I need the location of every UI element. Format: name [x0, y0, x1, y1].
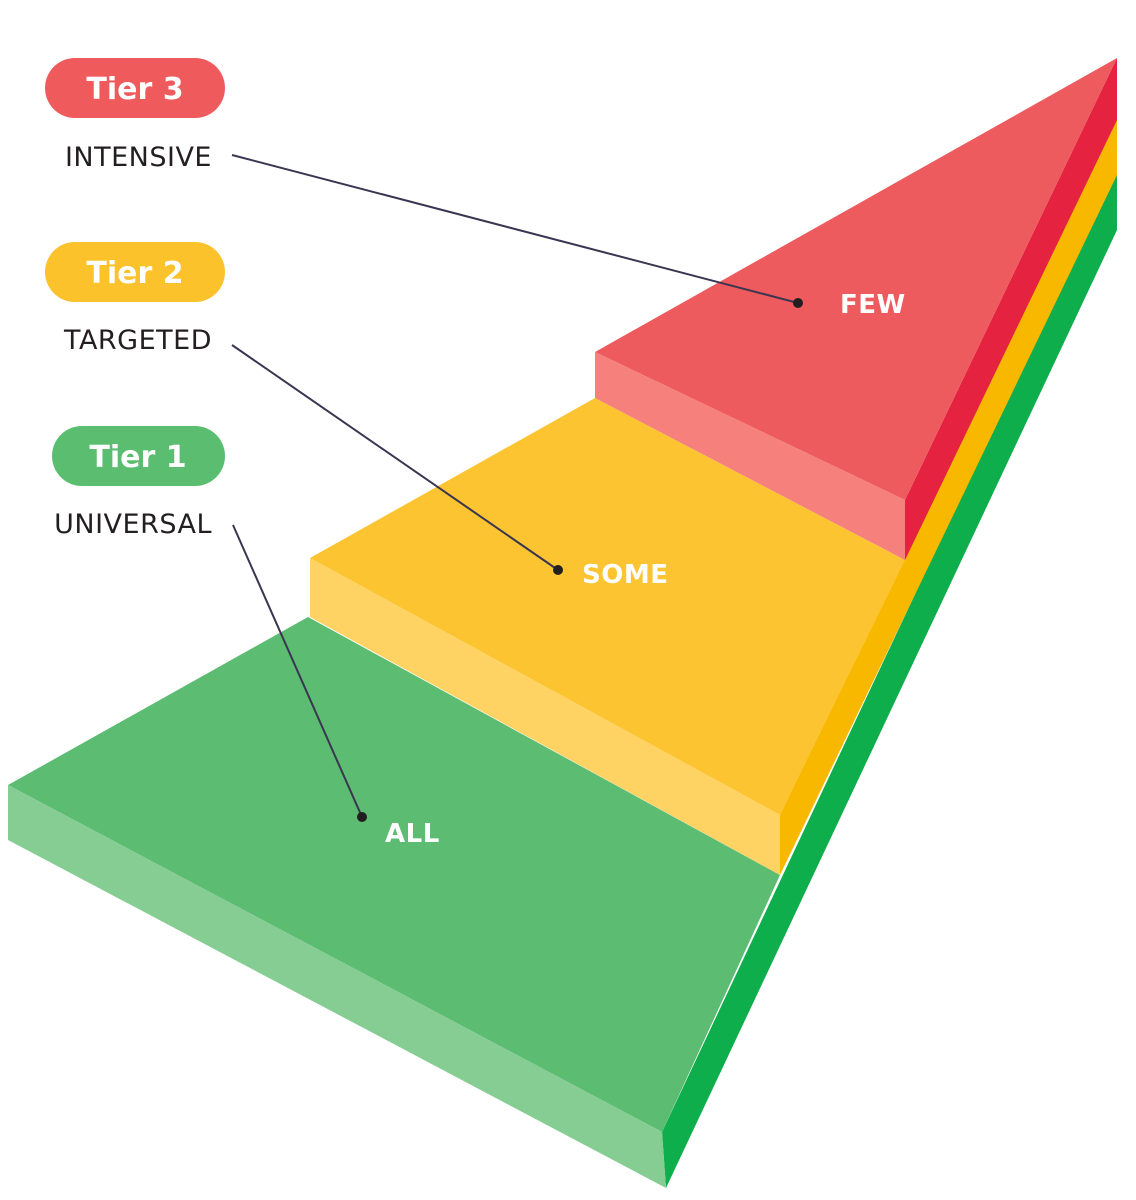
tier-3-front-face: [595, 352, 905, 560]
tier-1-label: UNIVERSAL: [54, 509, 212, 540]
leader-lines: [231, 154, 803, 822]
tier-2-badge-text: Tier 2: [86, 256, 183, 291]
tier-2-label: TARGETED: [63, 325, 212, 356]
tier-2-badge: Tier 2: [45, 242, 225, 302]
tier-3-badge-text: Tier 3: [86, 72, 183, 107]
tier-2-front-face: [310, 558, 780, 875]
tier-1-side-strip: [662, 165, 1117, 1188]
tier-1-badge: Tier 1: [52, 426, 225, 486]
tier-2-side-strip: [780, 115, 1117, 875]
tier-3-side-strip: [905, 58, 1117, 560]
tier-1-badge-background: [52, 426, 225, 486]
tier-2-level-label: SOME: [582, 560, 668, 590]
tier-2-badge-background: [45, 242, 225, 302]
tier-3-label: INTENSIVE: [65, 142, 212, 173]
tier-1-front-face: [8, 785, 666, 1188]
tier-3-top-face: [595, 58, 1117, 500]
leader-dot-few: [793, 298, 803, 308]
leader-line-targeted: [231, 344, 559, 571]
leader-dot-some: [553, 565, 563, 575]
tier-1-badge-text: Tier 1: [89, 440, 186, 475]
leader-dot-all: [357, 812, 367, 822]
tier-1-level-label: ALL: [385, 819, 440, 849]
tier-3-badge: Tier 3: [45, 58, 225, 118]
tier-3-badge-background: [45, 58, 225, 118]
leader-line-intensive: [231, 154, 799, 304]
tier-3-level-label: FEW: [840, 290, 906, 320]
leader-line-universal: [232, 524, 363, 818]
tier-1-top-face: [8, 617, 780, 1132]
